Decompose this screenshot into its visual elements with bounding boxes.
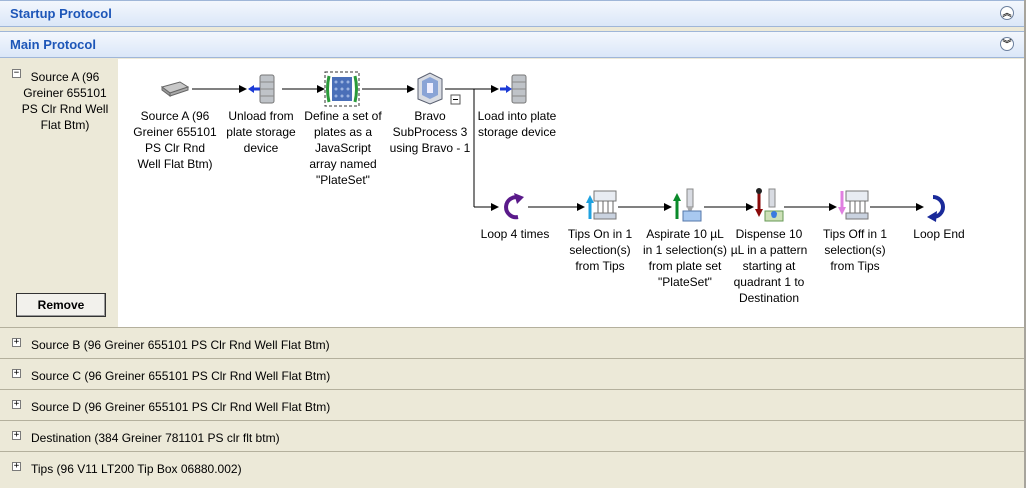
tips-off-icon[interactable] — [836, 187, 872, 226]
node-label-tips-off: Tips Off in 1 selection(s) from Tips — [822, 227, 888, 273]
node-label-aspirate: Aspirate 10 µL in 1 selection(s) from pl… — [642, 227, 728, 289]
storage-load-icon[interactable] — [498, 73, 534, 108]
labware-row-source-c[interactable]: + Source C (96 Greiner 655101 PS Clr Rnd… — [0, 358, 1024, 389]
labware-row-source-d[interactable]: + Source D (96 Greiner 655101 PS Clr Rnd… — [0, 389, 1024, 420]
labware-list: + Source B (96 Greiner 655101 PS Clr Rnd… — [0, 327, 1024, 482]
expand-toggle-icon[interactable]: + — [12, 399, 21, 409]
node-label-loop: Loop 4 times — [480, 227, 550, 241]
collapse-chevron-icon[interactable]: ︽ — [1000, 6, 1014, 20]
row-label: Source D (96 Greiner 655101 PS Clr Rnd W… — [31, 400, 331, 414]
node-label-load: Load into plate storage device — [477, 109, 557, 139]
source-a-panel: − Source A (96 Greiner 655101 PS Clr Rnd… — [0, 59, 118, 327]
remove-button[interactable]: Remove — [16, 293, 106, 317]
expand-chevron-icon[interactable]: ︾ — [1000, 37, 1014, 51]
source-a-label: Source A (96 Greiner 655101 PS Clr Rnd W… — [21, 70, 109, 132]
expand-toggle-icon[interactable]: + — [12, 368, 21, 378]
main-protocol-title: Main Protocol — [10, 37, 96, 52]
row-label: Destination (384 Greiner 781101 PS clr f… — [31, 431, 280, 445]
main-protocol-body: − Source A (96 Greiner 655101 PS Clr Rnd… — [0, 59, 1024, 327]
collapse-toggle-icon[interactable]: − — [12, 68, 21, 78]
plate-icon[interactable] — [160, 79, 190, 102]
expand-toggle-icon[interactable]: + — [12, 337, 21, 347]
expand-toggle-icon[interactable]: + — [12, 430, 21, 440]
labware-row-tips[interactable]: + Tips (96 V11 LT200 Tip Box 06880.002) — [0, 451, 1024, 482]
bravo-icon[interactable] — [414, 71, 446, 108]
startup-protocol-title: Startup Protocol — [10, 6, 112, 21]
tips-on-icon[interactable] — [584, 187, 620, 226]
row-label: Source C (96 Greiner 655101 PS Clr Rnd W… — [31, 369, 331, 383]
dispense-icon[interactable] — [753, 187, 787, 226]
connector-lines — [192, 85, 924, 211]
node-label-unload: Unload from plate storage device — [226, 109, 296, 155]
node-label-source-a: Source A (96 Greiner 655101 PS Clr Rnd W… — [133, 109, 217, 171]
storage-unload-icon[interactable] — [246, 73, 282, 108]
labware-row-source-b[interactable]: + Source B (96 Greiner 655101 PS Clr Rnd… — [0, 327, 1024, 358]
node-label-define-plates: Define a set of plates as a JavaScript a… — [304, 109, 382, 187]
row-label: Tips (96 V11 LT200 Tip Box 06880.002) — [31, 462, 242, 476]
row-label: Source B (96 Greiner 655101 PS Clr Rnd W… — [31, 338, 330, 352]
node-label-tips-on: Tips On in 1 selection(s) from Tips — [567, 227, 633, 273]
node-label-loop-end: Loop End — [913, 227, 965, 241]
node-label-bravo-subprocess: Bravo SubProcess 3 using Bravo - 1 — [389, 109, 471, 155]
startup-protocol-header[interactable]: Startup Protocol ︽ — [0, 0, 1024, 27]
process-diagram: Source A (96 Greiner 655101 PS Clr Rnd W… — [118, 59, 1024, 327]
loop-end-icon[interactable] — [923, 192, 955, 225]
node-label-dispense: Dispense 10 µL in a pattern starting at … — [730, 227, 808, 305]
plate-set-icon[interactable] — [324, 71, 360, 110]
loop-icon[interactable] — [498, 192, 528, 225]
expand-toggle-icon[interactable]: + — [12, 461, 21, 471]
labware-row-destination[interactable]: + Destination (384 Greiner 781101 PS clr… — [0, 420, 1024, 451]
main-protocol-header[interactable]: Main Protocol ︾ — [0, 31, 1024, 58]
aspirate-icon[interactable] — [671, 187, 705, 226]
